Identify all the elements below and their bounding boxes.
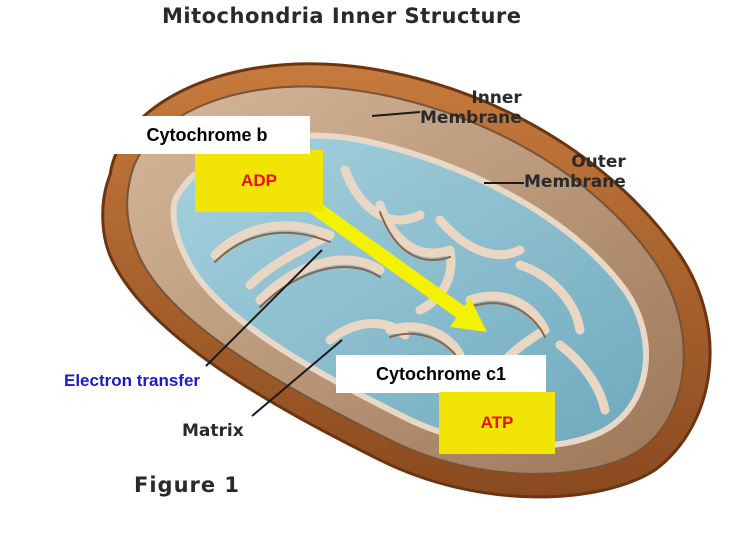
figure-caption: Figure 1 <box>134 473 241 497</box>
inner-membrane-label-line2: Membrane <box>420 108 522 128</box>
atp-label: ATP <box>480 413 514 432</box>
matrix-leader <box>251 339 343 417</box>
electron-transfer-leader <box>205 249 323 367</box>
adp-to-atp-arrow <box>309 201 487 332</box>
cytochrome-b-box: Cytochrome b <box>104 116 310 154</box>
leader-lines <box>205 111 524 417</box>
atp-box: ATP <box>439 392 555 454</box>
cytochrome-c1-label: Cytochrome c1 <box>375 363 507 384</box>
inner-membrane-label: Inner Membrane <box>420 88 522 128</box>
electron-transfer-label: Electron transfer <box>64 371 201 390</box>
outer-membrane-label-line2: Membrane <box>524 172 626 192</box>
inner-membrane-leader <box>371 111 421 117</box>
matrix-label: Matrix <box>182 421 244 441</box>
cytochrome-b-label: Cytochrome b <box>146 124 268 145</box>
cristae-shadow <box>214 211 546 363</box>
outer-membrane-label-line1: Outer <box>571 152 626 172</box>
outer-membrane-label: Outer Membrane <box>524 152 626 192</box>
cytochrome-c1-box: Cytochrome c1 <box>336 355 546 393</box>
inner-membrane-label-line1: Inner <box>471 88 522 108</box>
diagram-title: Mitochondria Inner Structure <box>162 4 522 28</box>
adp-label: ADP <box>241 171 277 190</box>
adp-box: ADP <box>195 150 323 212</box>
